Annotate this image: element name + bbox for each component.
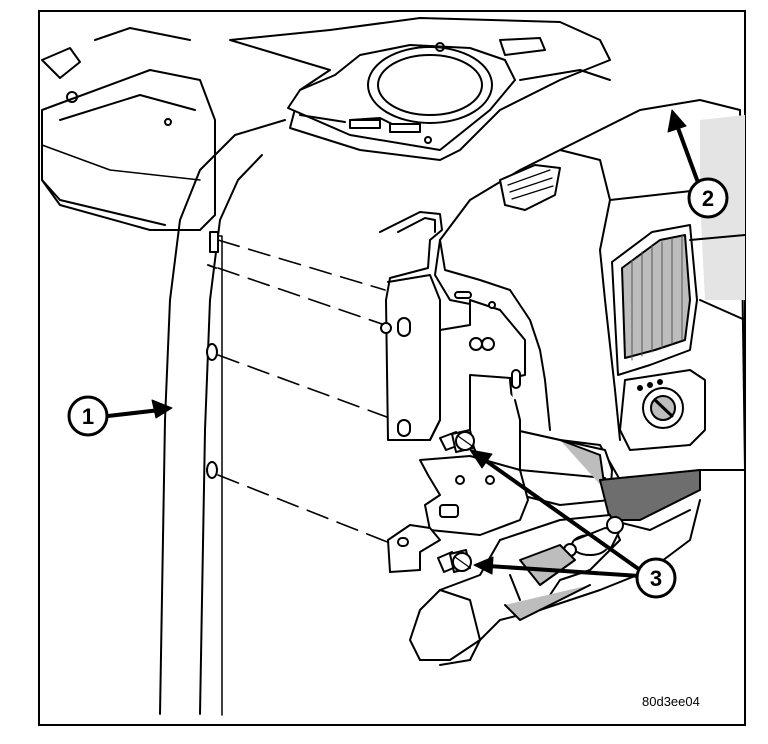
bolt-upper [439,429,475,453]
a-pillar-trim [159,119,286,716]
callout-2: 2 [687,177,729,219]
leader-arrows [106,109,702,578]
upper-mounting-bracket [379,211,526,471]
support-brace [409,499,701,666]
callout-1-label: 1 [82,404,94,429]
callout-1: 1 [67,395,109,437]
callout-2-label: 2 [702,186,714,211]
bolt-lower [437,549,472,573]
body-panel-background [41,27,216,231]
lower-bezel [514,429,701,531]
figure-id: 80d3ee04 [642,694,700,709]
lower-mounting-bracket [387,455,529,573]
callout-3-label: 3 [650,566,662,591]
dash-top-panel [229,17,611,161]
callout-3: 3 [635,557,677,599]
alignment-lines [217,239,396,546]
